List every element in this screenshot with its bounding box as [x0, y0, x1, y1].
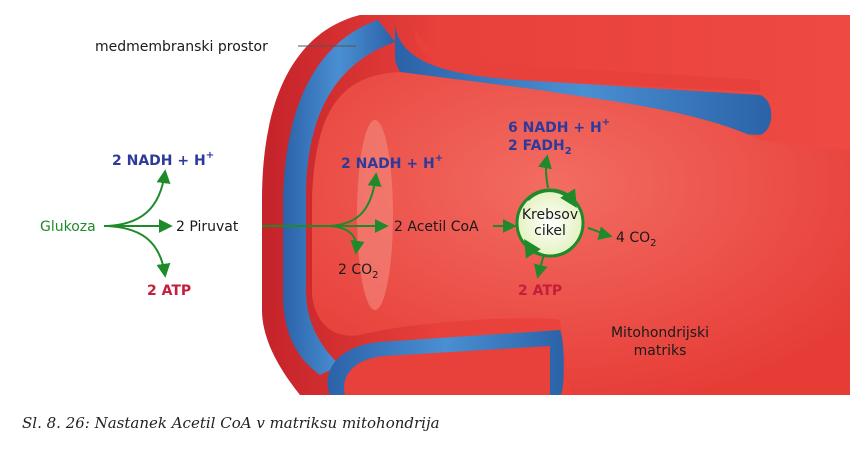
arrow-to-nadh-glycolysis: [107, 169, 171, 227]
arrow-krebs-co2: [587, 226, 613, 241]
glucose-label: Glukoza: [40, 219, 96, 235]
krebs-arrow-top: [527, 188, 577, 208]
arrow-to-nadh-pyruvate: [329, 172, 382, 227]
crista-lower-inner: [344, 346, 550, 395]
acetyl-coa-label: 2 Acetil CoA: [394, 219, 479, 235]
nadh-krebs-label: 6 NADH + H+: [508, 117, 610, 136]
krebs-arrow-bottom: [524, 239, 575, 259]
matrix-label-2: matriks: [634, 343, 687, 359]
atp-krebs-label: 2 ATP: [518, 283, 562, 299]
arrow-to-co2-pyruvate: [329, 225, 365, 255]
intermembrane-space: [283, 20, 395, 375]
matrix-label-1: Mitohondrijski: [611, 325, 709, 341]
krebs-label-1: Krebsov: [522, 207, 578, 223]
krebs-cycle: Krebsov cikel: [515, 188, 585, 259]
intermembrane-label: medmembranski prostor: [95, 39, 268, 55]
glycolysis-arrows: [104, 169, 173, 278]
co2-krebs-label: 4 CO2: [616, 230, 657, 249]
figure-caption: Sl. 8. 26: Nastanek Acetil CoA v matriks…: [22, 414, 440, 432]
matrix-highlight: [357, 120, 393, 310]
atp-glycolysis-label: 2 ATP: [147, 283, 191, 299]
co2-pyruvate-label: 2 CO2: [338, 262, 379, 281]
arrow-krebs-nadh: [538, 154, 552, 189]
pyruvate-label: 2 Piruvat: [176, 219, 239, 235]
nadh-pyruvate-label: 2 NADH + H+: [341, 153, 443, 172]
arrow-to-atp-glycolysis: [107, 225, 171, 278]
krebs-label-2: cikel: [534, 223, 566, 239]
fadh-krebs-label: 2 FADH2: [508, 138, 572, 157]
pyruvate-arrows: [262, 172, 389, 255]
crista-upper-inner: [415, 28, 760, 92]
nadh-glycolysis-label: 2 NADH + H+: [112, 150, 214, 169]
